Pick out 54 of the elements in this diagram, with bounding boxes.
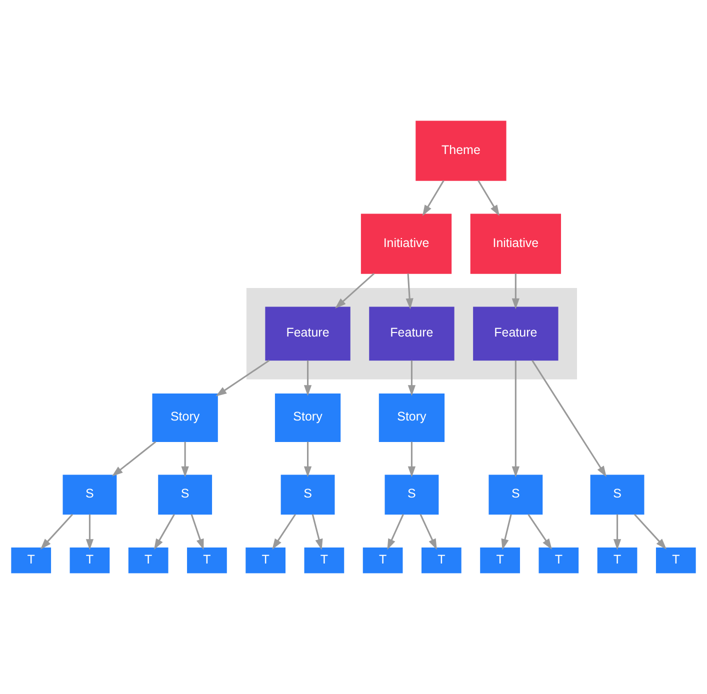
arrow — [181, 442, 189, 478]
node-box: T — [538, 547, 579, 574]
arrow — [216, 360, 270, 396]
node-box: T — [246, 547, 286, 574]
arrow — [422, 180, 444, 216]
arrow — [408, 360, 416, 396]
arrow — [478, 180, 500, 216]
arrow — [408, 442, 416, 478]
node-box: S — [62, 474, 117, 515]
arrow — [272, 514, 296, 550]
node-box: T — [422, 547, 462, 574]
arrow — [86, 514, 94, 550]
node-box: Initiative — [360, 214, 452, 274]
arrow — [512, 360, 520, 478]
node-box: Story — [152, 394, 218, 442]
node-box: Story — [378, 394, 445, 442]
node-box: S — [488, 474, 543, 515]
arrow — [501, 514, 512, 550]
arrow — [154, 514, 175, 550]
arrow — [335, 272, 375, 308]
arrow — [312, 514, 323, 550]
arrow — [528, 514, 552, 550]
arrow — [634, 514, 667, 550]
arrow — [532, 360, 606, 477]
node-box: T — [656, 547, 696, 574]
arrow — [304, 360, 312, 396]
node-box: T — [128, 547, 168, 574]
arrow — [406, 273, 414, 310]
node-box: T — [362, 547, 403, 574]
node-box: Story — [274, 394, 341, 442]
arrow — [304, 442, 312, 478]
arrow — [387, 514, 404, 550]
node-box: Feature — [369, 306, 454, 361]
node-box: T — [187, 547, 227, 574]
node-box: T — [480, 547, 520, 574]
node-box: T — [304, 547, 344, 574]
node-box: T — [597, 547, 638, 574]
arrow — [512, 274, 520, 310]
node-box: S — [590, 474, 644, 515]
node-box: Feature — [265, 306, 350, 361]
arrow — [613, 514, 622, 550]
arrow — [112, 441, 156, 476]
node-box: T — [70, 547, 110, 574]
node-box: Feature — [473, 306, 558, 361]
arrow — [190, 514, 204, 550]
node-box: Initiative — [470, 214, 561, 274]
node-box: S — [280, 474, 335, 515]
arrow — [40, 514, 74, 550]
node-box: Theme — [416, 120, 506, 181]
node-box: T — [11, 547, 52, 574]
node-box: S — [384, 474, 439, 515]
node-box: S — [158, 474, 212, 515]
arrow — [420, 514, 437, 550]
cluster — [246, 288, 578, 380]
